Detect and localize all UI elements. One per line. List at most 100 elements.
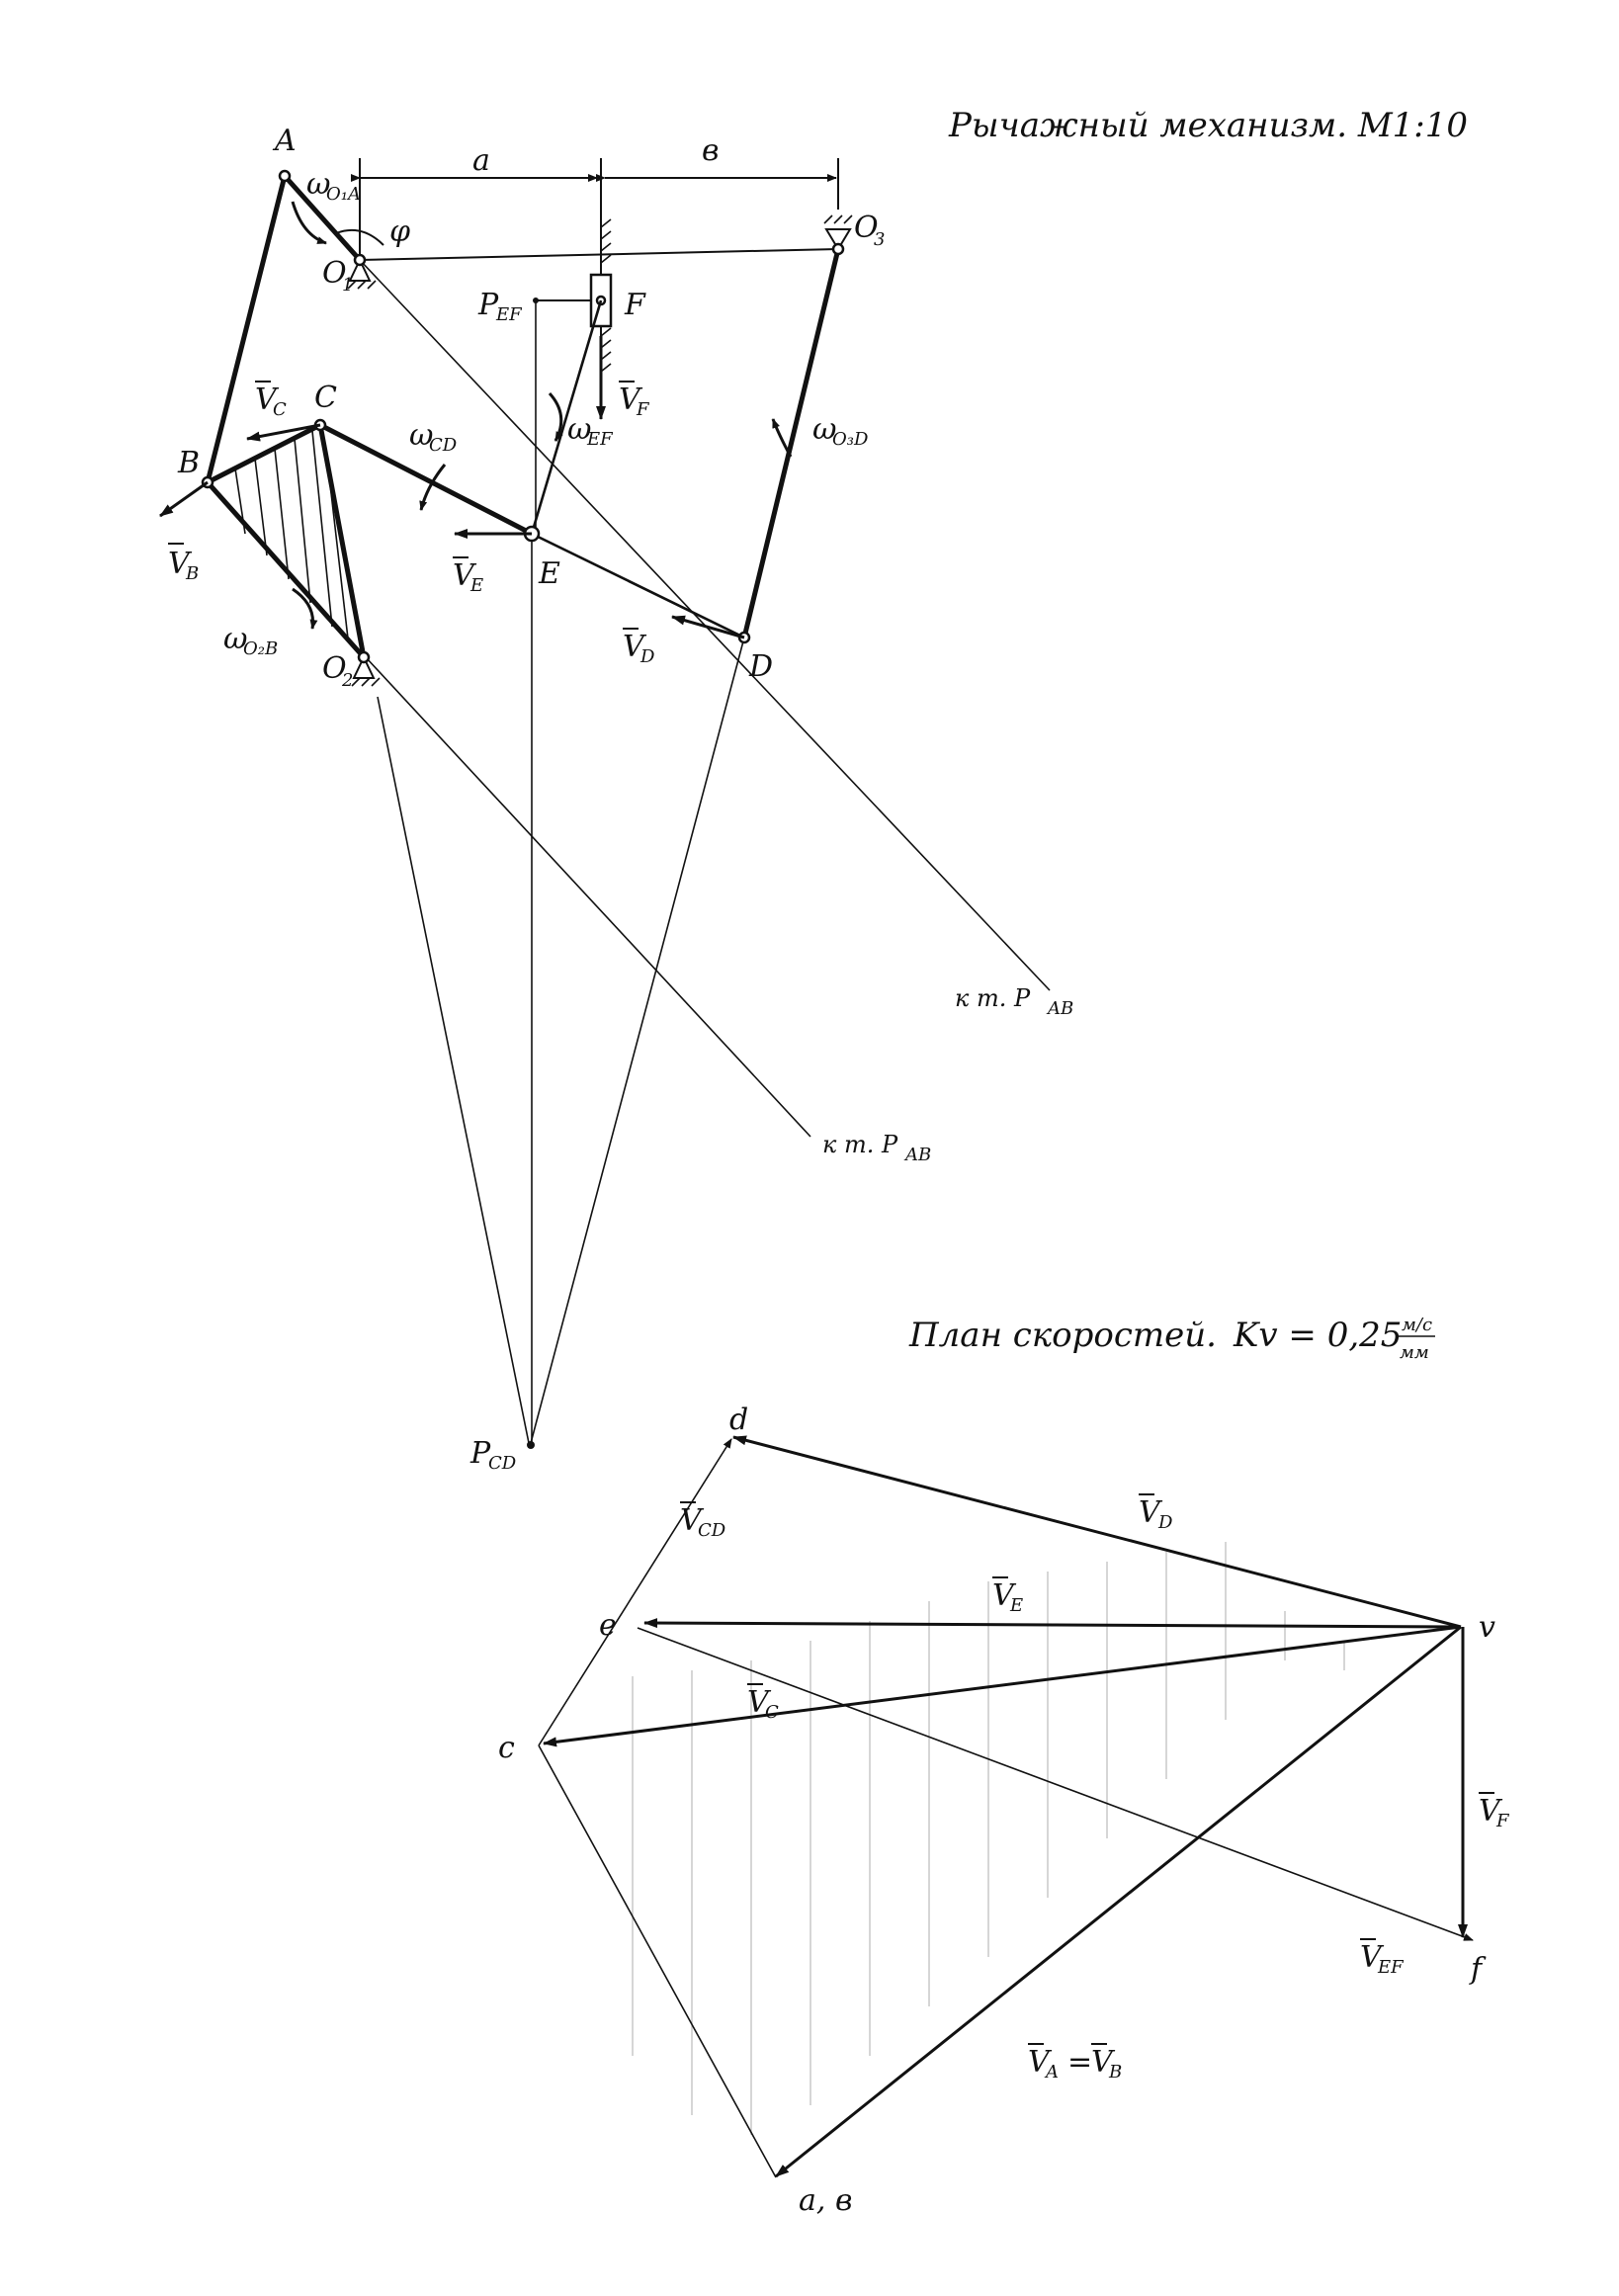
svg-text:O: O — [854, 211, 879, 245]
svg-text:V: V — [1091, 2045, 1116, 2080]
arc-w-O2B — [292, 587, 318, 630]
plan-label-e: e — [599, 1608, 617, 1643]
label-w-CD: ω CD — [409, 418, 458, 456]
label-w-O1A: ω O₁A — [306, 167, 361, 205]
label-E: E — [538, 556, 560, 591]
label-O1: O 1 — [322, 256, 353, 296]
svg-text:V: V — [619, 383, 643, 417]
svg-text:EF: EF — [1377, 1957, 1405, 1978]
mechanism-diagram: a в φ — [159, 124, 1073, 1474]
svg-text:CD: CD — [698, 1520, 726, 1541]
label-D: D — [748, 649, 773, 684]
label-VF: V F — [619, 381, 650, 420]
line-D-to-PCD — [530, 637, 745, 1444]
svg-text:P: P — [469, 1436, 491, 1471]
arc-w-O3D — [771, 418, 793, 458]
line-O1-to-O3 — [359, 248, 839, 261]
svg-text:AB: AB — [903, 1145, 931, 1165]
svg-text:CD: CD — [488, 1453, 517, 1474]
plan-label-VA-VB: V A = V B — [1028, 2043, 1122, 2083]
plan-label-d: d — [729, 1403, 748, 1437]
svg-text:V: V — [992, 1578, 1017, 1613]
svg-text:P: P — [477, 288, 499, 322]
plan-label-VEF: V EF — [1360, 1938, 1405, 1978]
point-PCD — [527, 1441, 535, 1449]
plan-label-c: c — [498, 1731, 515, 1765]
svg-text:V: V — [680, 1503, 705, 1538]
label-PEF: P EF — [477, 288, 523, 325]
label-w-O2B: ω O₂B — [223, 622, 278, 659]
label-O3: O 3 — [854, 211, 885, 250]
link-O1A — [282, 173, 363, 263]
support-O1 — [347, 257, 377, 290]
arc-w-EF — [548, 391, 563, 442]
label-VB: V B — [168, 543, 199, 584]
link-CO2 — [317, 422, 367, 660]
plan-label-VCD: V CD — [680, 1501, 726, 1541]
plan-label-f: f — [1469, 1952, 1487, 1987]
plan-label-v: v — [1479, 1610, 1495, 1645]
label-w-O3D: ω O₃D — [812, 412, 869, 450]
plan-label-ab: a, в — [799, 2183, 852, 2218]
svg-text:мм: мм — [1400, 1342, 1429, 1363]
label-VE: V E — [453, 556, 483, 596]
svg-text:ω: ω — [223, 622, 247, 656]
plan-label-VF: V F — [1479, 1792, 1510, 1831]
svg-text:3: 3 — [874, 229, 885, 250]
svg-text:=: = — [1067, 2045, 1092, 2080]
joint-A — [278, 169, 292, 183]
svg-text:ω: ω — [409, 418, 433, 453]
dimension-a-label: a — [472, 143, 490, 178]
svg-text:V: V — [1028, 2045, 1053, 2080]
svg-text:V: V — [1360, 1940, 1385, 1975]
vector-VD-plan — [732, 1435, 1462, 1629]
svg-text:F: F — [1495, 1811, 1510, 1831]
svg-text:ω: ω — [812, 412, 836, 447]
svg-text:O: O — [322, 651, 347, 686]
line-c-to-ab — [538, 1744, 777, 2178]
joint-O3 — [831, 242, 845, 256]
note-to-PAB-1: к т. P AB — [955, 984, 1073, 1019]
svg-text:A: A — [1044, 2062, 1059, 2083]
svg-text:V: V — [747, 1685, 772, 1720]
velocity-plan-diagram: d e c v f a, в V CD V D V E V C V F — [498, 1403, 1510, 2218]
plan-label-VC: V C — [747, 1683, 779, 1723]
joint-O1 — [353, 253, 367, 267]
svg-text:CD: CD — [429, 435, 458, 456]
svg-text:C: C — [273, 399, 287, 420]
svg-text:V: V — [168, 547, 193, 581]
link-EF — [530, 299, 603, 535]
vector-VA-VB-plan — [775, 1625, 1462, 2178]
svg-text:2: 2 — [341, 670, 353, 691]
label-A: A — [272, 124, 297, 158]
svg-text:O₁A: O₁A — [326, 184, 361, 205]
angle-phi-arc — [335, 229, 384, 246]
svg-text:E: E — [1009, 1595, 1023, 1616]
svg-text:План скоростей.: План скоростей. — [908, 1316, 1217, 1355]
svg-text:O₃D: O₃D — [832, 429, 869, 450]
label-VC: V C — [255, 381, 287, 420]
svg-text:C: C — [765, 1702, 779, 1723]
label-O2: O 2 — [322, 651, 353, 691]
svg-text:B: B — [1108, 2062, 1122, 2083]
link-BC — [205, 422, 323, 485]
svg-text:к т. P: к т. P — [955, 984, 1031, 1012]
arc-w-CD — [419, 464, 447, 511]
line-O2-to-PAB — [365, 656, 811, 1138]
joint-O2 — [357, 650, 371, 664]
vector-VE-plan — [643, 1618, 1462, 1629]
svg-text:AB: AB — [1046, 998, 1073, 1019]
svg-text:ω: ω — [306, 167, 330, 202]
svg-text:EF: EF — [495, 304, 523, 325]
svg-text:V: V — [1479, 1794, 1503, 1828]
svg-text:к т. P: к т. P — [822, 1131, 898, 1158]
vector-VD — [671, 615, 745, 639]
point-PEF — [533, 298, 539, 303]
plan-label-VE: V E — [992, 1576, 1023, 1616]
label-B: B — [177, 446, 200, 480]
svg-text:EF: EF — [586, 429, 614, 450]
svg-text:1: 1 — [342, 275, 353, 296]
label-VD: V D — [623, 628, 655, 667]
